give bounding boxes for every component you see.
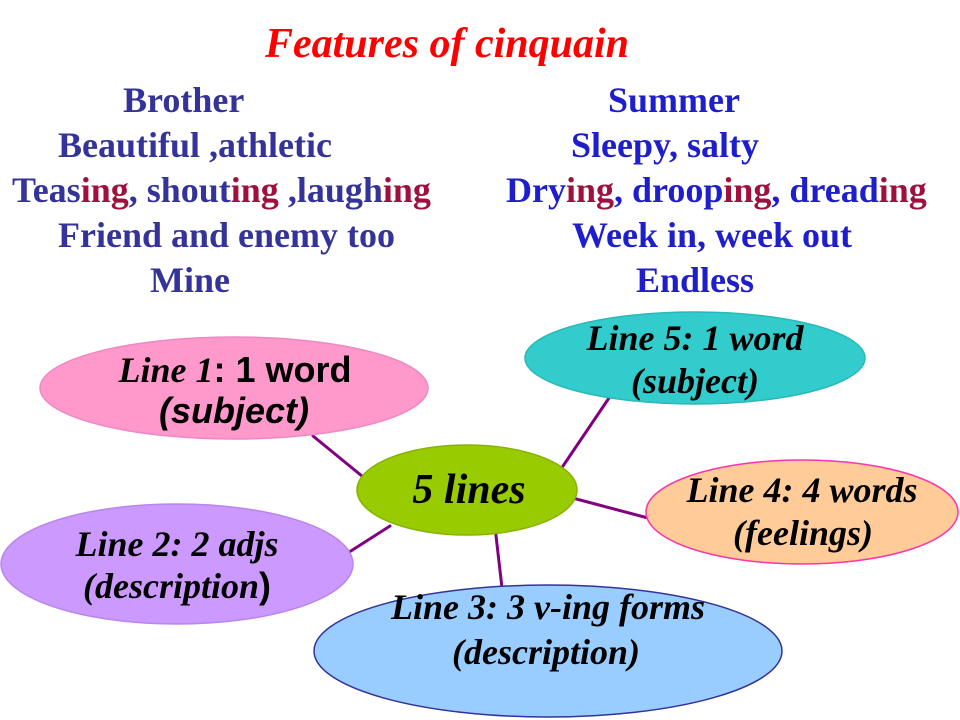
node-line2-note: (description) [83, 565, 271, 606]
node-line1-ellipse [39, 336, 429, 440]
center-node-label: 5 lines [412, 467, 525, 513]
left-poem-line-1: Brother [123, 80, 244, 120]
poem-text: , droop [614, 170, 723, 210]
right-poem: Summer Sleepy, salty Drying, drooping, d… [506, 80, 927, 300]
node-line4-heading: Line 4: 4 words [685, 470, 917, 510]
node-line5-note: (subject) [631, 361, 759, 401]
right-poem-line-1: Summer [608, 80, 740, 120]
poem-text: Friend and enemy too [58, 215, 395, 255]
poem-text: Beautiful ,athletic [58, 125, 332, 165]
ing-suffix: ing [879, 170, 927, 210]
node-line3: Line 3: 3 v-ing forms (description) [313, 584, 783, 718]
poem-text: Mine [150, 260, 230, 300]
node-line2: Line 2: 2 adjs (description) [0, 503, 354, 625]
right-poem-line-5: Endless [636, 260, 754, 300]
node-line5-heading: Line 5: 1 word [585, 318, 804, 358]
connector-line1 [311, 434, 370, 483]
center-node: 5 lines [356, 444, 578, 536]
node-note-part: (subject) [631, 361, 759, 401]
poem-text: , dread [771, 170, 878, 210]
poem-text: Dry [506, 170, 566, 210]
cinquain-mind-map: Line 1: 1 word (subject) Line 5: 1 word … [0, 311, 959, 718]
connector-line3 [493, 525, 504, 590]
node-note-part: ) [259, 565, 271, 606]
node-heading-part: Line 2: 2 adjs [75, 524, 279, 564]
node-heading-part: Line 4: 4 words [685, 470, 917, 510]
node-heading-part: Line 5: 1 word [585, 318, 804, 358]
node-heading-part: Line 3: 3 v-ing forms [390, 587, 705, 627]
ing-suffix: ing [723, 170, 771, 210]
connectors [311, 396, 650, 590]
node-line3-ellipse [313, 584, 783, 718]
poem-text: Teas [12, 170, 81, 210]
node-line5-ellipse [524, 311, 866, 405]
poem-text: Sleepy, salty [571, 125, 759, 165]
node-line4-ellipse [645, 459, 959, 565]
node-line3-heading: Line 3: 3 v-ing forms [390, 587, 705, 627]
right-poem-line-2: Sleepy, salty [571, 125, 759, 165]
node-line3-note: (description) [452, 632, 640, 672]
node-note-part: (subject) [159, 390, 309, 431]
node-note-part: (feelings) [733, 513, 873, 553]
node-line2-heading: Line 2: 2 adjs [75, 524, 279, 564]
node-line4-note: (feelings) [733, 513, 873, 553]
node-line1: Line 1: 1 word (subject) [39, 336, 429, 440]
slide-title: Features of cinquain [264, 21, 629, 67]
poem-text: , shout [129, 170, 231, 210]
connector-line2 [341, 524, 392, 558]
node-line4: Line 4: 4 words (feelings) [645, 459, 959, 565]
connector-line4 [563, 494, 650, 520]
poem-text: Brother [123, 80, 244, 120]
node-line2-ellipse [0, 503, 354, 625]
left-poem-line-2: Beautiful ,athletic [58, 125, 332, 165]
node-line1-heading: Line 1: 1 word [117, 349, 351, 390]
left-poem-line-3: Teasing, shouting ,laughing [12, 170, 431, 210]
right-poem-line-3: Drying, drooping, dreading [506, 170, 927, 210]
ing-suffix: ing [383, 170, 431, 210]
ing-suffix: ing [81, 170, 129, 210]
center-node-ellipse [356, 444, 578, 536]
node-note-part: (description) [452, 632, 640, 672]
ing-suffix: ing [231, 170, 279, 210]
poem-text: Summer [608, 80, 740, 120]
connector-line5 [561, 396, 611, 468]
poem-text: Week in, week out [572, 215, 852, 255]
node-line1-note: (subject) [159, 390, 309, 431]
node-line5: Line 5: 1 word (subject) [524, 311, 866, 405]
node-heading-part: : 1 word [213, 349, 351, 390]
right-poem-line-4: Week in, week out [572, 215, 852, 255]
poem-text: ,laugh [279, 170, 383, 210]
left-poem-line-4: Friend and enemy too [58, 215, 395, 255]
node-note-part: (description [83, 566, 259, 606]
left-poem: Brother Beautiful ,athletic Teasing, sho… [12, 80, 431, 300]
node-heading-part: Line 1 [117, 350, 213, 390]
left-poem-line-5: Mine [150, 260, 230, 300]
poem-text: Endless [636, 260, 754, 300]
ing-suffix: ing [566, 170, 614, 210]
